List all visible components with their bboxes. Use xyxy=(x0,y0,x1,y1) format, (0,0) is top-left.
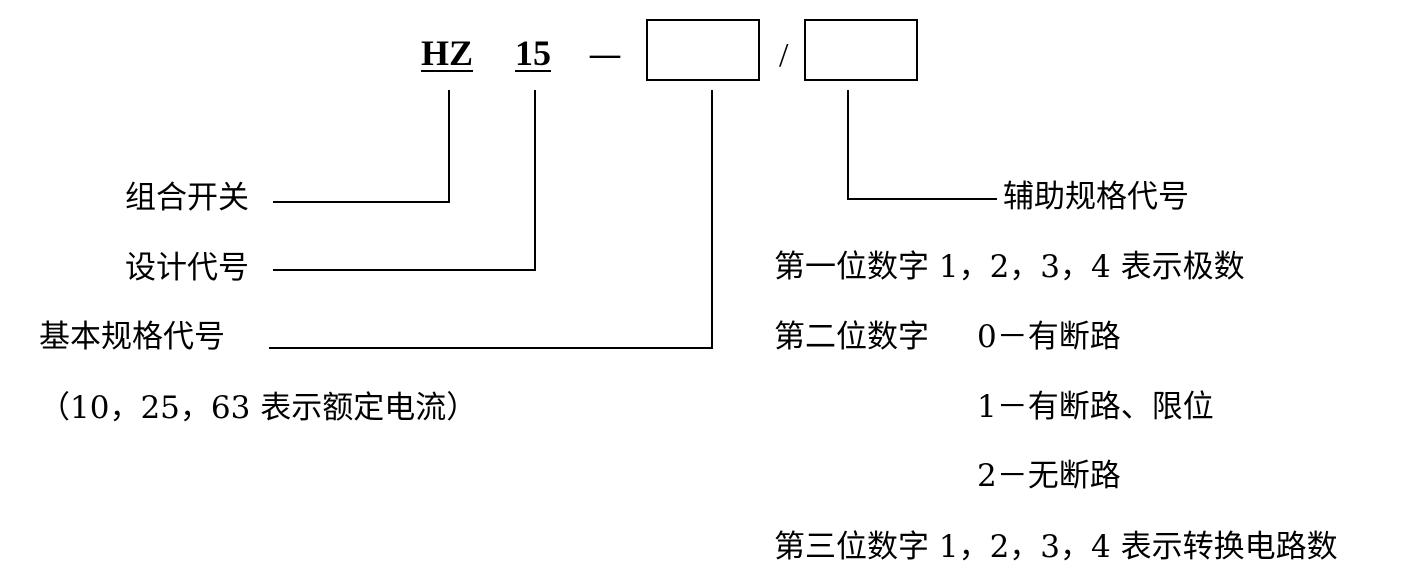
label-basic-spec-code: 基本规格代号 xyxy=(39,319,225,355)
second-digit-option-2: 2－无断路 xyxy=(977,458,1121,494)
connector-aux-vertical xyxy=(847,90,849,200)
connector-15-horizontal xyxy=(273,269,536,271)
second-digit-option-0: 0－有断路 xyxy=(977,319,1121,355)
label-third-digit: 第三位数字 1，2，3，4 表示转换电路数 xyxy=(774,529,1338,565)
connector-basic-horizontal xyxy=(269,347,713,349)
basic-spec-box xyxy=(646,19,760,81)
second-digit-option-1: 1－有断路、限位 xyxy=(977,389,1214,425)
connector-hz-horizontal xyxy=(273,201,450,203)
aux-spec-box xyxy=(804,19,918,81)
code-slash: / xyxy=(779,37,789,74)
code-prefix: HZ xyxy=(421,33,474,73)
connector-hz-vertical xyxy=(448,90,450,203)
label-design-code: 设计代号 xyxy=(125,250,249,286)
label-basic-spec-note: （10，25，63 表示额定电流） xyxy=(39,390,478,426)
code-dash: — xyxy=(588,35,622,75)
label-second-digit: 第二位数字 xyxy=(774,319,929,355)
connector-15-vertical xyxy=(534,90,536,271)
design-number: 15 xyxy=(515,33,551,73)
label-first-digit: 第一位数字 1，2，3，4 表示极数 xyxy=(774,249,1245,285)
label-combination-switch: 组合开关 xyxy=(125,180,249,216)
connector-aux-horizontal xyxy=(847,198,997,200)
connector-basic-vertical xyxy=(711,90,713,349)
label-aux-spec-code: 辅助规格代号 xyxy=(1003,179,1189,215)
